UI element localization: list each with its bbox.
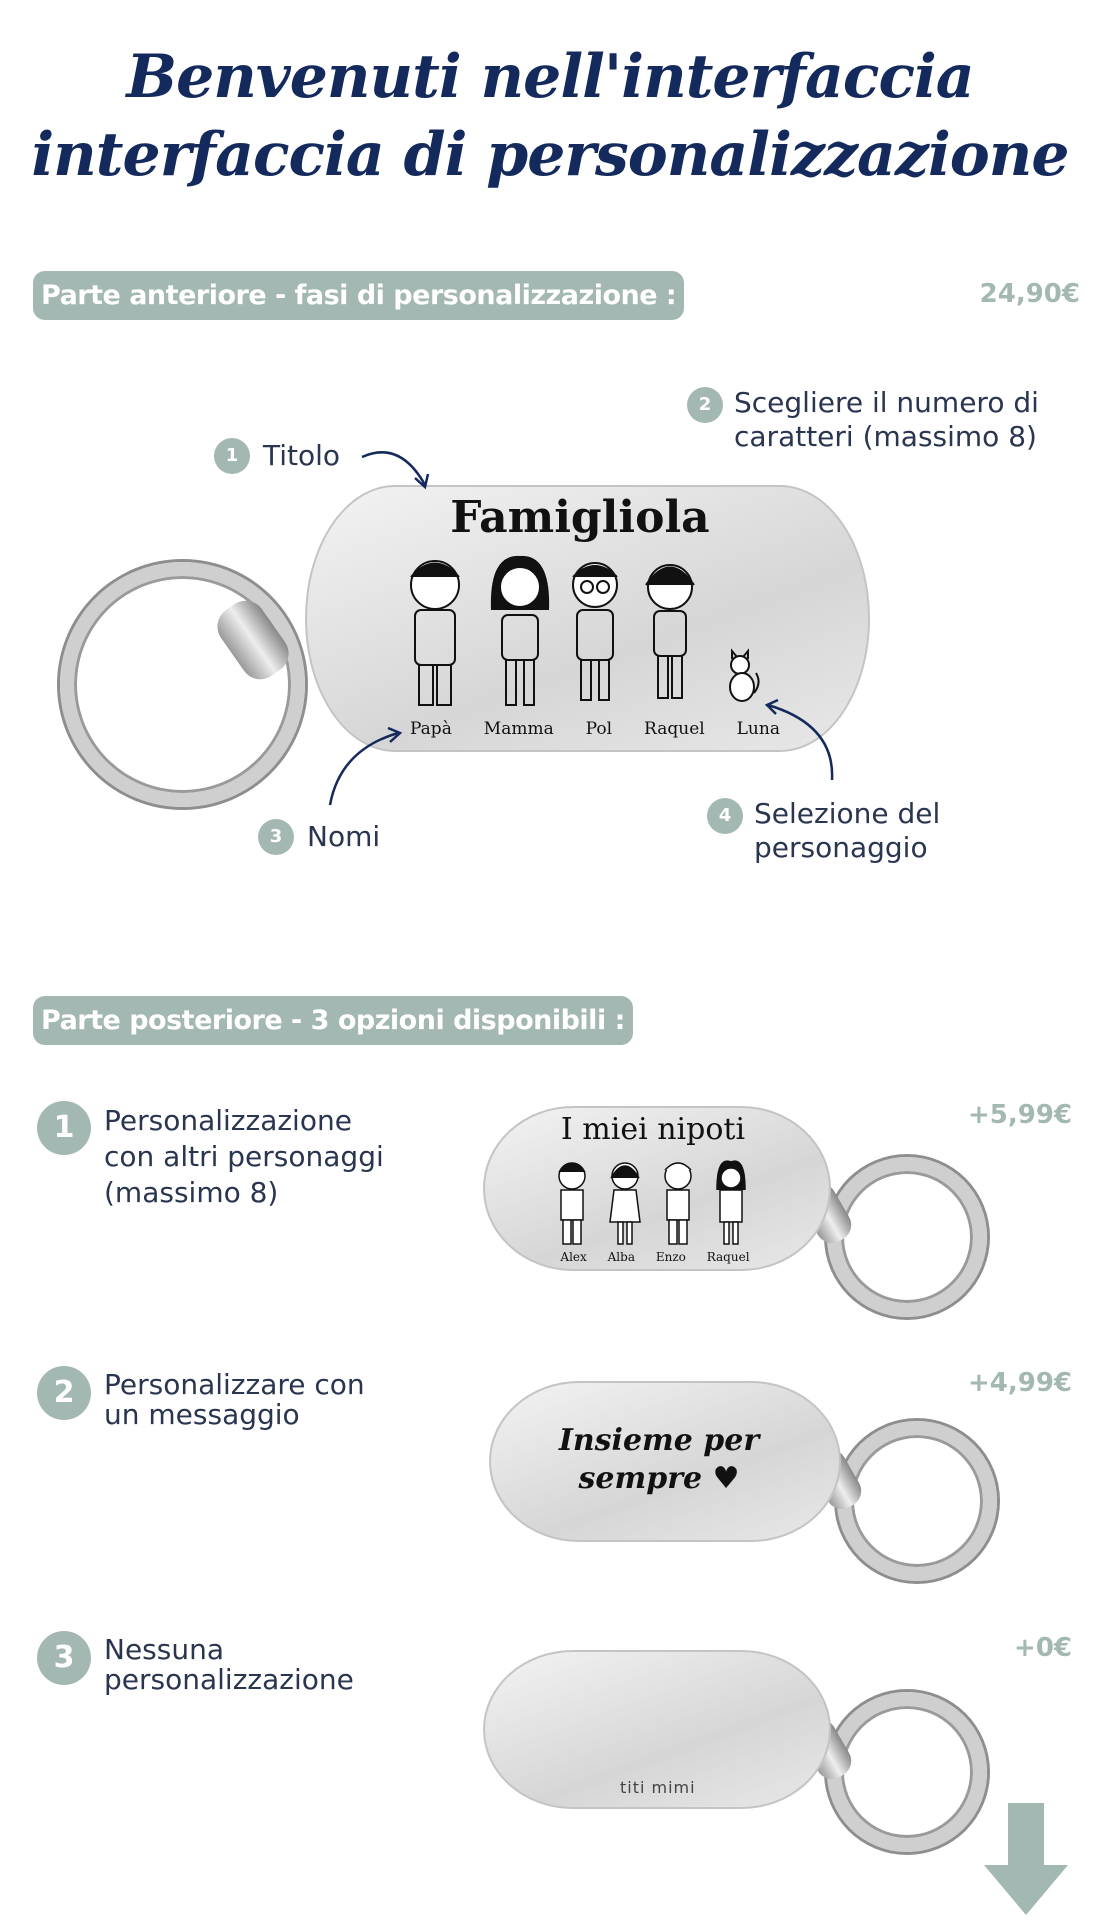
name-label: Raquel [644,719,705,739]
keyring-icon [837,1421,997,1581]
option-2-line: un messaggio [104,1398,300,1431]
option-2-label: Personalizzare con un messaggio [104,1370,365,1430]
keyring-icon [827,1692,987,1852]
tag-title: Famigliola [450,492,710,543]
message-line-1: Insieme per [558,1423,760,1458]
name-label: Alex [560,1250,587,1264]
heart-icon: ♥ [712,1461,740,1496]
step-4-line-1: Selezione del [754,797,941,830]
back-section-label: Parte posteriore - 3 opzioni disponibili… [33,996,633,1045]
step-4-badge: 4 [707,798,743,834]
step-4-line-2: personaggio [754,831,928,864]
name-label: Luna [736,719,780,739]
option-1-price: +5,99€ [967,1100,1072,1130]
option-2-badge: 2 [37,1366,91,1420]
name-label: Raquel [706,1250,750,1264]
front-names: Papà Mamma Pol Raquel Luna [410,719,780,739]
tag-title: I miei nipoti [560,1112,746,1147]
step-3-badge: 3 [258,819,294,855]
back-tag-blank [483,1650,831,1809]
message-line-2-wrap: sempre ♥ [489,1460,829,1498]
characters-illustration-icon [410,555,760,706]
name-label: Alba [607,1250,635,1264]
back-tag-message [489,1381,841,1542]
option-2-price: +4,99€ [967,1368,1072,1398]
option-3-price: +0€ [1014,1633,1072,1663]
option-1-label: Personalizzazione con altri personaggi (… [104,1103,384,1211]
message-line-2: sempre [578,1461,703,1496]
title-line-1: Benvenuti nell'interfaccia [126,42,974,112]
step-3-label: Nomi [307,820,381,853]
step-1-label: Titolo [263,439,341,472]
option-3-line: Nessuna [104,1633,224,1666]
option-3-label: Nessuna personalizzazione [104,1635,354,1695]
page-title: Benvenuti nell'interfaccia interfaccia d… [0,38,1100,194]
step-2-badge: 2 [687,387,723,423]
title-line-2: interfaccia di personalizzazione [31,120,1069,190]
step-2-line-1: Scegliere il numero di [734,386,1039,419]
name-label: Papà [410,719,452,739]
back-names: Alex Alba Enzo Raquel [550,1250,760,1264]
option-2-line: Personalizzare con [104,1368,365,1401]
name-label: Mamma [483,719,554,739]
characters [390,555,790,715]
option-1-line: (massimo 8) [104,1176,279,1209]
children-illustration-icon [558,1160,746,1245]
back-tag-characters [483,1106,831,1271]
option-1-badge: 1 [37,1101,91,1155]
name-label: Pol [585,719,613,739]
step-1-badge: 1 [214,438,250,474]
option-1-line: con altri personaggi [104,1140,384,1173]
front-price: 24,90€ [979,279,1080,309]
brand-logo: titi mimi [620,1778,696,1797]
option-3-line: personalizzazione [104,1663,354,1696]
option-3-badge: 3 [37,1631,91,1685]
name-label: Enzo [655,1250,686,1264]
tag-message: Insieme per sempre ♥ [489,1422,829,1498]
front-section-label: Parte anteriore - fasi di personalizzazi… [33,271,685,320]
keyring-icon [827,1157,987,1317]
step-2-line-2: caratteri (massimo 8) [734,420,1037,453]
scroll-down-arrow-icon[interactable] [984,1803,1068,1915]
annotation-arrows-icon [328,451,834,806]
option-1-line: Personalizzazione [104,1104,352,1137]
